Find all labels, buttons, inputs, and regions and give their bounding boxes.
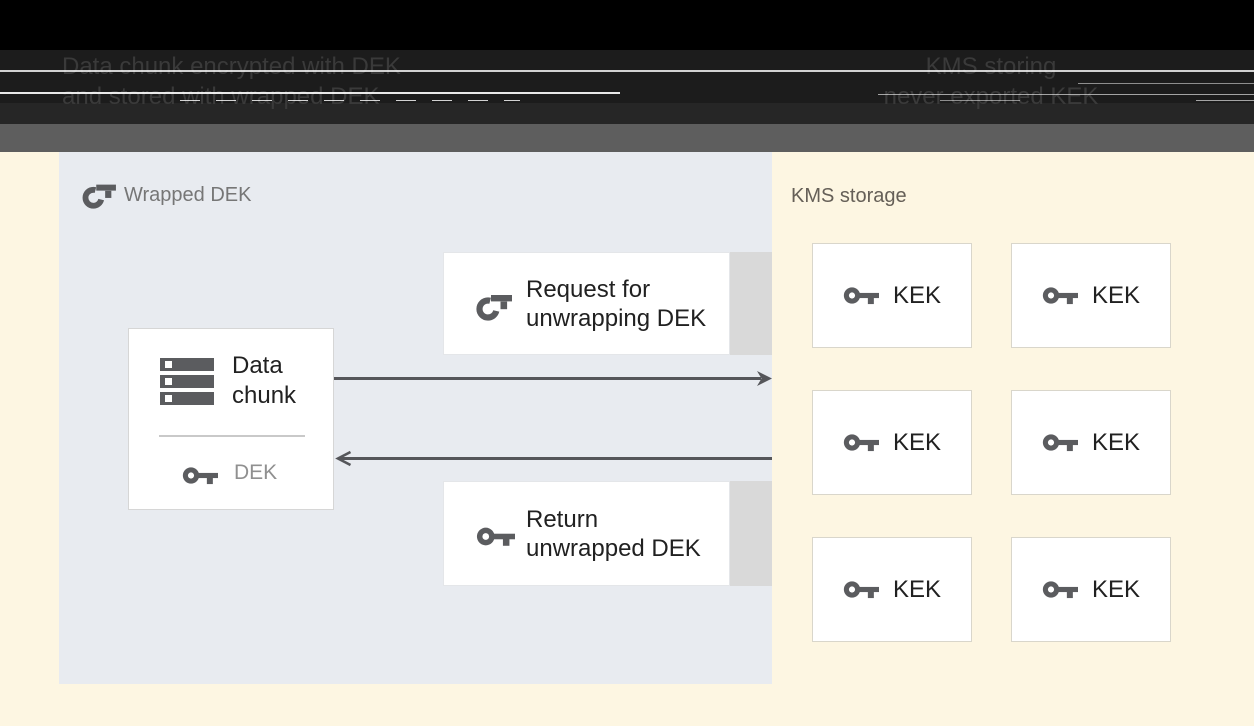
header-banner: Data chunk encrypted with DEK and stored… bbox=[0, 0, 1254, 152]
kek-label: KEK bbox=[892, 428, 942, 456]
return-box-shadow bbox=[729, 481, 772, 586]
request-label: Request for unwrapping DEK bbox=[526, 275, 707, 332]
scanline-artifact bbox=[0, 70, 1254, 72]
key-icon bbox=[1042, 578, 1078, 601]
wrapped-dek-label: Wrapped DEK bbox=[124, 184, 252, 206]
dek-label: DEK bbox=[234, 461, 278, 484]
data-chunk-label: Data chunk bbox=[232, 352, 297, 409]
kek-box: KEK bbox=[812, 537, 972, 642]
kek-box: KEK bbox=[1011, 390, 1171, 495]
key-icon bbox=[476, 524, 515, 549]
caption-left-line2: and stored with wrapped DEK bbox=[62, 83, 380, 110]
return-unwrapped-box: Return unwrapped DEK bbox=[443, 481, 730, 586]
scanline-artifact bbox=[0, 92, 620, 94]
caption-left: Data chunk encrypted with DEK and stored… bbox=[62, 52, 401, 112]
key-icon bbox=[1042, 284, 1078, 307]
wrapped-key-icon bbox=[82, 179, 118, 209]
return-label: Return unwrapped DEK bbox=[526, 505, 701, 562]
scanline-artifact bbox=[1078, 83, 1254, 84]
caption-right-line1: KMS storing bbox=[925, 53, 1057, 80]
scanline-artifact bbox=[1196, 100, 1254, 101]
key-icon bbox=[843, 431, 879, 454]
wrapped-key-icon bbox=[476, 289, 514, 321]
banner-gray-strip bbox=[0, 124, 1254, 152]
kek-label: KEK bbox=[1091, 428, 1141, 456]
caption-right-line2: never exported KEK bbox=[883, 83, 1099, 110]
kek-label: KEK bbox=[892, 575, 942, 603]
kek-label: KEK bbox=[892, 281, 942, 309]
kek-box: KEK bbox=[812, 243, 972, 348]
arrow-left-icon bbox=[335, 450, 772, 467]
kms-storage-label: KMS storage bbox=[791, 185, 907, 207]
kek-box: KEK bbox=[1011, 537, 1171, 642]
banner-lower-band bbox=[0, 103, 1254, 124]
kek-label: KEK bbox=[1091, 575, 1141, 603]
scanline-artifact bbox=[180, 100, 520, 101]
kek-box: KEK bbox=[812, 390, 972, 495]
caption-right: KMS storing never exported KEK bbox=[841, 52, 1141, 112]
caption-left-line1: Data chunk encrypted with DEK bbox=[62, 53, 401, 80]
kek-label: KEK bbox=[1091, 281, 1141, 309]
divider bbox=[159, 435, 305, 437]
key-icon bbox=[1042, 431, 1078, 454]
scanline-artifact bbox=[878, 94, 1254, 95]
arrow-right-icon bbox=[334, 371, 772, 386]
request-unwrap-box: Request for unwrapping DEK bbox=[443, 252, 730, 355]
key-icon bbox=[843, 578, 879, 601]
request-box-shadow bbox=[729, 252, 772, 355]
data-chunk-box: Data chunk DEK bbox=[128, 328, 334, 510]
storage-stack-icon bbox=[160, 358, 214, 405]
scanline-artifact bbox=[940, 100, 1020, 101]
kek-box: KEK bbox=[1011, 243, 1171, 348]
key-icon bbox=[182, 464, 218, 487]
key-icon bbox=[843, 284, 879, 307]
